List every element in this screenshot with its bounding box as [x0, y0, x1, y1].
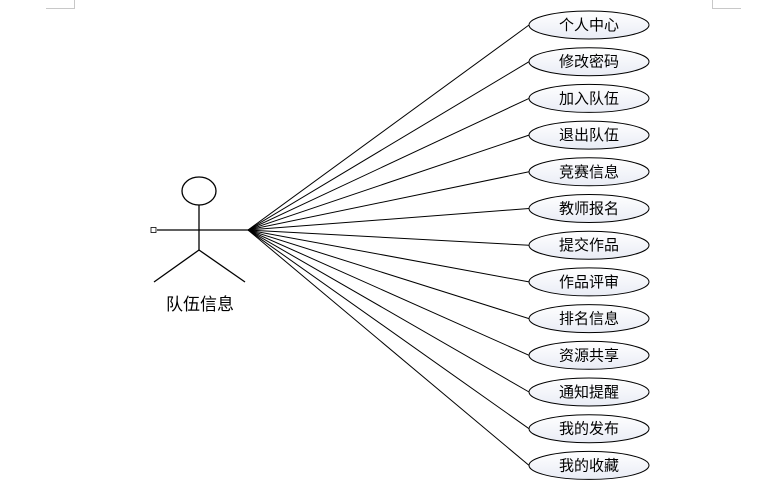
use-case-label: 竞赛信息 — [559, 163, 619, 181]
use-case[interactable]: 我的发布 — [528, 414, 650, 444]
association-line — [247, 229, 530, 393]
association-line — [247, 61, 530, 231]
use-case-ellipse — [528, 10, 650, 40]
association-line — [247, 229, 530, 466]
use-case-ellipse — [528, 340, 650, 370]
use-case[interactable]: 作品评审 — [528, 267, 650, 297]
use-case[interactable]: 通知提醒 — [528, 377, 650, 407]
use-case-ellipse — [528, 194, 650, 223]
use-case-label: 加入队伍 — [559, 89, 619, 107]
use-case[interactable]: 加入队伍 — [528, 83, 650, 113]
use-case-label: 通知提醒 — [559, 383, 619, 401]
association-line — [247, 208, 530, 231]
association-line — [247, 229, 530, 246]
association-line — [247, 134, 530, 231]
use-case-label: 退出队伍 — [559, 126, 619, 144]
use-case[interactable]: 竞赛信息 — [528, 157, 650, 187]
page-corner-left — [46, 0, 75, 9]
actor-arm-handle — [150, 227, 157, 233]
use-case[interactable]: 修改密码 — [528, 47, 650, 77]
association-lines — [247, 24, 530, 466]
use-case-label: 个人中心 — [559, 16, 619, 34]
use-case-list: 个人中心修改密码加入队伍退出队伍竞赛信息教师报名提交作品作品评审排名信息资源共享… — [528, 10, 650, 480]
actor-figure[interactable] — [150, 176, 248, 283]
use-case-label: 教师报名 — [559, 200, 619, 218]
use-case[interactable]: 退出队伍 — [528, 120, 650, 150]
use-case[interactable]: 排名信息 — [528, 304, 650, 334]
use-case-label: 排名信息 — [559, 310, 619, 328]
use-case-ellipse — [528, 157, 650, 187]
use-case-ellipse — [528, 267, 650, 297]
use-case-label: 提交作品 — [559, 236, 619, 254]
association-line — [247, 229, 530, 283]
association-line — [247, 229, 530, 356]
use-case-label: 资源共享 — [559, 346, 619, 364]
use-case-label: 我的收藏 — [559, 456, 619, 474]
actor-head — [181, 176, 217, 206]
use-case-ellipse — [528, 120, 650, 150]
use-case-label: 修改密码 — [559, 53, 619, 71]
use-case-ellipse — [528, 47, 650, 77]
association-line — [247, 24, 530, 231]
use-case[interactable]: 我的收藏 — [528, 450, 650, 480]
use-case-ellipse — [528, 414, 650, 444]
use-case-ellipse — [528, 230, 650, 260]
use-case-label: 作品评审 — [559, 273, 619, 291]
use-case[interactable]: 个人中心 — [528, 10, 650, 40]
association-line — [247, 229, 530, 430]
association-line — [247, 171, 530, 231]
use-case-ellipse — [528, 304, 650, 334]
actor-leg-left — [153, 249, 200, 283]
use-case-ellipse — [528, 377, 650, 407]
association-line — [247, 97, 530, 231]
association-line — [247, 229, 530, 320]
actor-label: 队伍信息 — [166, 295, 234, 315]
use-case[interactable]: 资源共享 — [528, 340, 650, 370]
use-case[interactable]: 教师报名 — [528, 194, 650, 223]
use-case-ellipse — [528, 83, 650, 113]
use-case[interactable]: 提交作品 — [528, 230, 650, 260]
use-case-label: 我的发布 — [559, 420, 619, 438]
use-case-ellipse — [528, 450, 650, 480]
page-corner-right — [712, 0, 741, 9]
actor-leg-right — [198, 249, 246, 283]
